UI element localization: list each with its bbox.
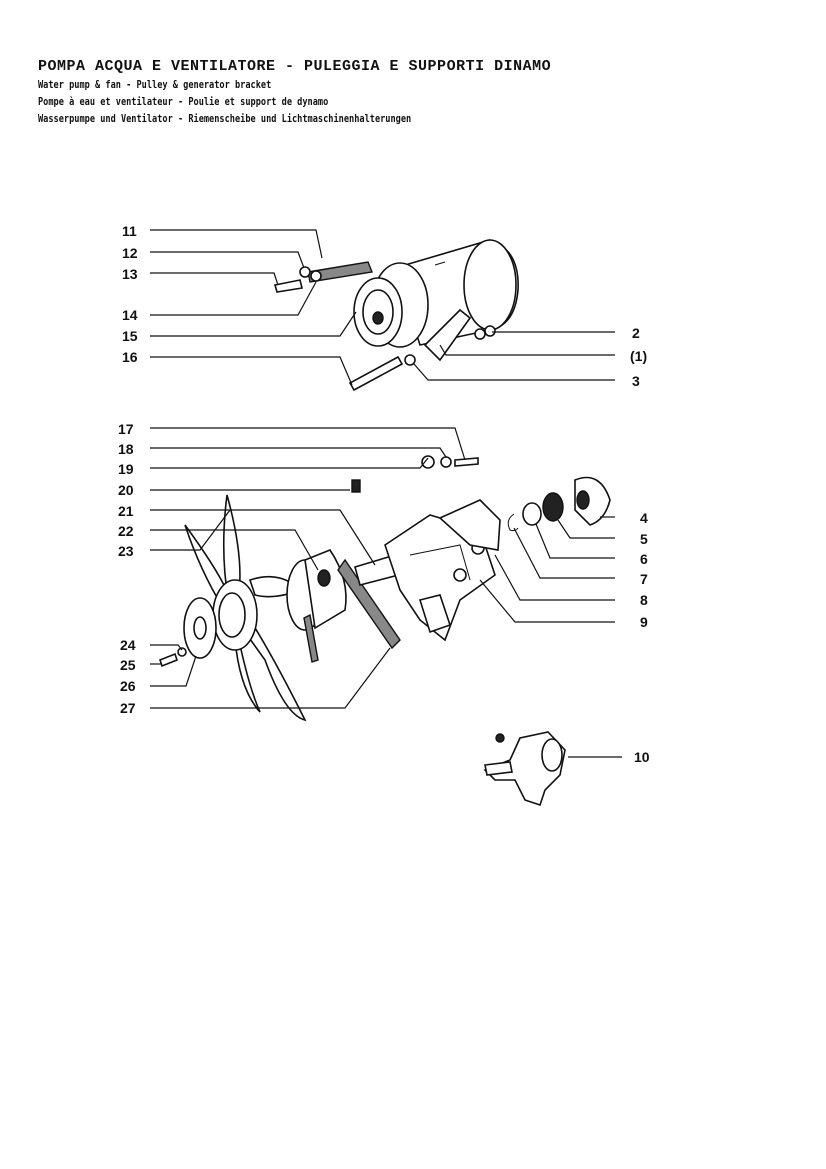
callout-15: 15 — [122, 328, 138, 344]
washer-18 — [440, 456, 452, 468]
ring-7 — [507, 513, 519, 532]
callout-6: 6 — [640, 551, 648, 567]
generator-belt-segment — [307, 261, 373, 283]
callout-4: 4 — [640, 510, 648, 526]
plug-20 — [351, 479, 361, 493]
bolt-16 — [348, 355, 404, 392]
leader-9 — [479, 579, 615, 623]
nut-2b — [484, 325, 496, 337]
callout-5: 5 — [640, 531, 648, 547]
callout-8: 8 — [640, 592, 648, 608]
callout-25: 25 — [120, 657, 136, 673]
pump-outlet — [418, 594, 452, 634]
callout-27: 27 — [120, 700, 136, 716]
callout-24: 24 — [120, 637, 136, 653]
callout-21: 21 — [118, 503, 134, 519]
leader-19 — [150, 457, 429, 469]
lower-leaders — [150, 427, 615, 709]
washer-12 — [299, 266, 311, 278]
stud-17 — [454, 457, 479, 467]
gasket-8 — [438, 499, 501, 551]
callout-23: 23 — [118, 543, 134, 559]
title-italian: POMPA ACQUA E VENTILATORE - PULEGGIA E S… — [38, 58, 552, 75]
callout-labels: 11 12 13 14 15 16 2 (1) 3 17 18 19 20 21… — [118, 223, 650, 765]
impeller-4 — [574, 476, 611, 526]
leader-26 — [150, 655, 197, 687]
fan-blade-bottom — [239, 610, 307, 722]
assembled-water-pump-10 — [483, 731, 622, 807]
leader-14 — [150, 281, 317, 316]
washer-3 — [404, 354, 416, 366]
callout-19: 19 — [118, 461, 134, 477]
fan-belt-27-lower — [303, 613, 319, 663]
title-block: POMPA ACQUA E VENTILATORE - PULEGGIA E S… — [38, 58, 551, 130]
generator-detail — [434, 261, 446, 266]
callout-3: 3 — [632, 373, 640, 389]
washer-24 — [177, 647, 187, 657]
assembled-pump-plug — [495, 733, 505, 743]
leader-21 — [150, 509, 376, 566]
assembled-pump-flange — [541, 738, 563, 772]
callout-12: 12 — [122, 245, 138, 261]
pump-body-port-2 — [453, 568, 467, 582]
bolt-25 — [159, 652, 178, 668]
generator-end-cap — [463, 239, 517, 331]
leader-1 — [439, 344, 615, 356]
leader-8 — [494, 554, 615, 601]
pump-pulley-hub — [317, 569, 331, 587]
callout-22: 22 — [118, 523, 134, 539]
leader-17 — [150, 427, 466, 461]
title-german: Wasserpumpe und Ventilator - Riemenschei… — [38, 113, 412, 125]
leader-3 — [413, 363, 615, 381]
leader-24 — [150, 644, 183, 651]
leader-5 — [557, 519, 615, 539]
callout-10: 10 — [634, 749, 650, 765]
leader-23 — [150, 509, 231, 551]
leader-11 — [150, 229, 323, 259]
fan-belt-27 — [337, 558, 401, 650]
leader-18 — [150, 447, 447, 458]
callout-16: 16 — [122, 349, 138, 365]
callout-9: 9 — [640, 614, 648, 630]
leader-13 — [150, 272, 279, 286]
callout-26: 26 — [120, 678, 136, 694]
callout-18: 18 — [118, 441, 134, 457]
fan-hub-inner — [218, 592, 246, 638]
fan-blade-lower-left — [233, 637, 261, 713]
nut-19 — [421, 455, 435, 469]
bolt-13 — [273, 279, 303, 293]
callout-2: 2 — [632, 325, 640, 341]
pump-body-detail — [409, 544, 471, 581]
generator-pulley-hub — [372, 311, 384, 325]
leader-16 — [150, 356, 353, 386]
leader-12 — [150, 251, 305, 269]
assembled-pump-shaft — [484, 761, 513, 776]
bushing-6 — [522, 502, 542, 526]
leader-6 — [535, 523, 615, 559]
callout-11: 11 — [122, 223, 137, 239]
leader-7 — [513, 527, 615, 579]
leader-22 — [150, 529, 319, 571]
callout-14: 14 — [122, 307, 138, 323]
pump-pulley-body — [304, 549, 347, 630]
leader-15 — [150, 311, 357, 337]
generator-assembly — [273, 239, 519, 392]
washer-14 — [310, 270, 322, 282]
spacer-plate-hole — [193, 616, 207, 640]
callout-1: (1) — [630, 348, 647, 364]
seal-5 — [542, 492, 564, 522]
upper-leaders — [150, 229, 615, 386]
leader-27 — [150, 647, 391, 709]
callout-17: 17 — [118, 421, 134, 437]
water-pump-assembly — [159, 455, 611, 722]
generator-bracket — [423, 308, 472, 362]
callout-20: 20 — [118, 482, 134, 498]
impeller-hub — [576, 490, 590, 510]
title-english: Water pump & fan - Pulley & generator br… — [38, 79, 272, 91]
callout-7: 7 — [640, 571, 648, 587]
callout-13: 13 — [122, 266, 138, 282]
title-french: Pompe à eau et ventilateur - Poulie et s… — [38, 96, 329, 108]
nut-2a — [474, 328, 486, 340]
